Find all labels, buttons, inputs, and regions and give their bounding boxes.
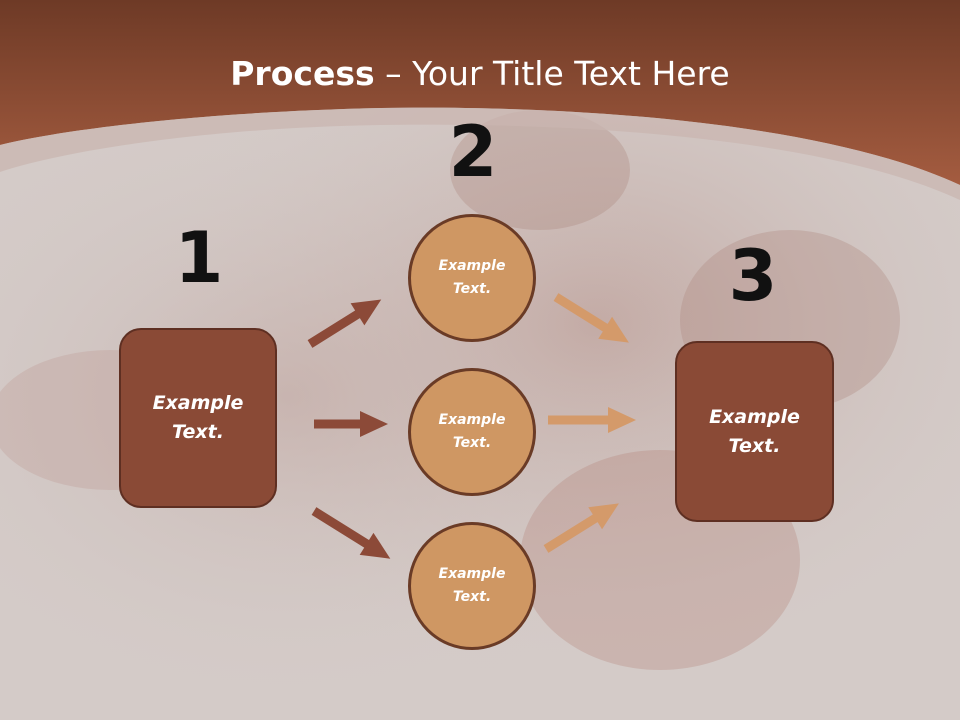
middle-node-3: Example Text. — [408, 522, 536, 650]
step-1-box: Example Text. — [119, 328, 277, 508]
middle-node-2: Example Text. — [408, 368, 536, 496]
header-swoosh — [0, 107, 960, 200]
background-shape — [450, 110, 630, 230]
arrow-to-node-3 — [311, 507, 391, 559]
arrow-from-node-3 — [543, 503, 619, 553]
step-number-2: 2 — [448, 111, 498, 193]
arrow-to-node-1 — [307, 299, 382, 348]
arrow-from-node-1 — [553, 293, 629, 343]
middle-node-3-label: Example Text. — [438, 566, 506, 605]
arrow-to-node-2 — [314, 411, 388, 437]
header-band — [0, 0, 960, 185]
middle-node-1-label: Example Text. — [438, 258, 506, 297]
step-3-label: Example Text. — [709, 405, 800, 457]
arrows-left — [307, 299, 391, 559]
step-1-label: Example Text. — [152, 392, 244, 443]
step-number-3: 3 — [728, 235, 778, 317]
title-rest: – Your Title Text Here — [374, 54, 730, 93]
slide-title: Process – Your Title Text Here — [0, 52, 960, 96]
title-bold: Process — [230, 54, 375, 93]
arrow-from-node-2 — [548, 407, 636, 433]
arrows-right — [543, 293, 636, 553]
middle-node-2-label: Example Text. — [438, 412, 506, 451]
step-3-box: Example Text. — [675, 341, 834, 522]
step-number-1: 1 — [174, 217, 224, 299]
middle-node-1: Example Text. — [408, 214, 536, 342]
